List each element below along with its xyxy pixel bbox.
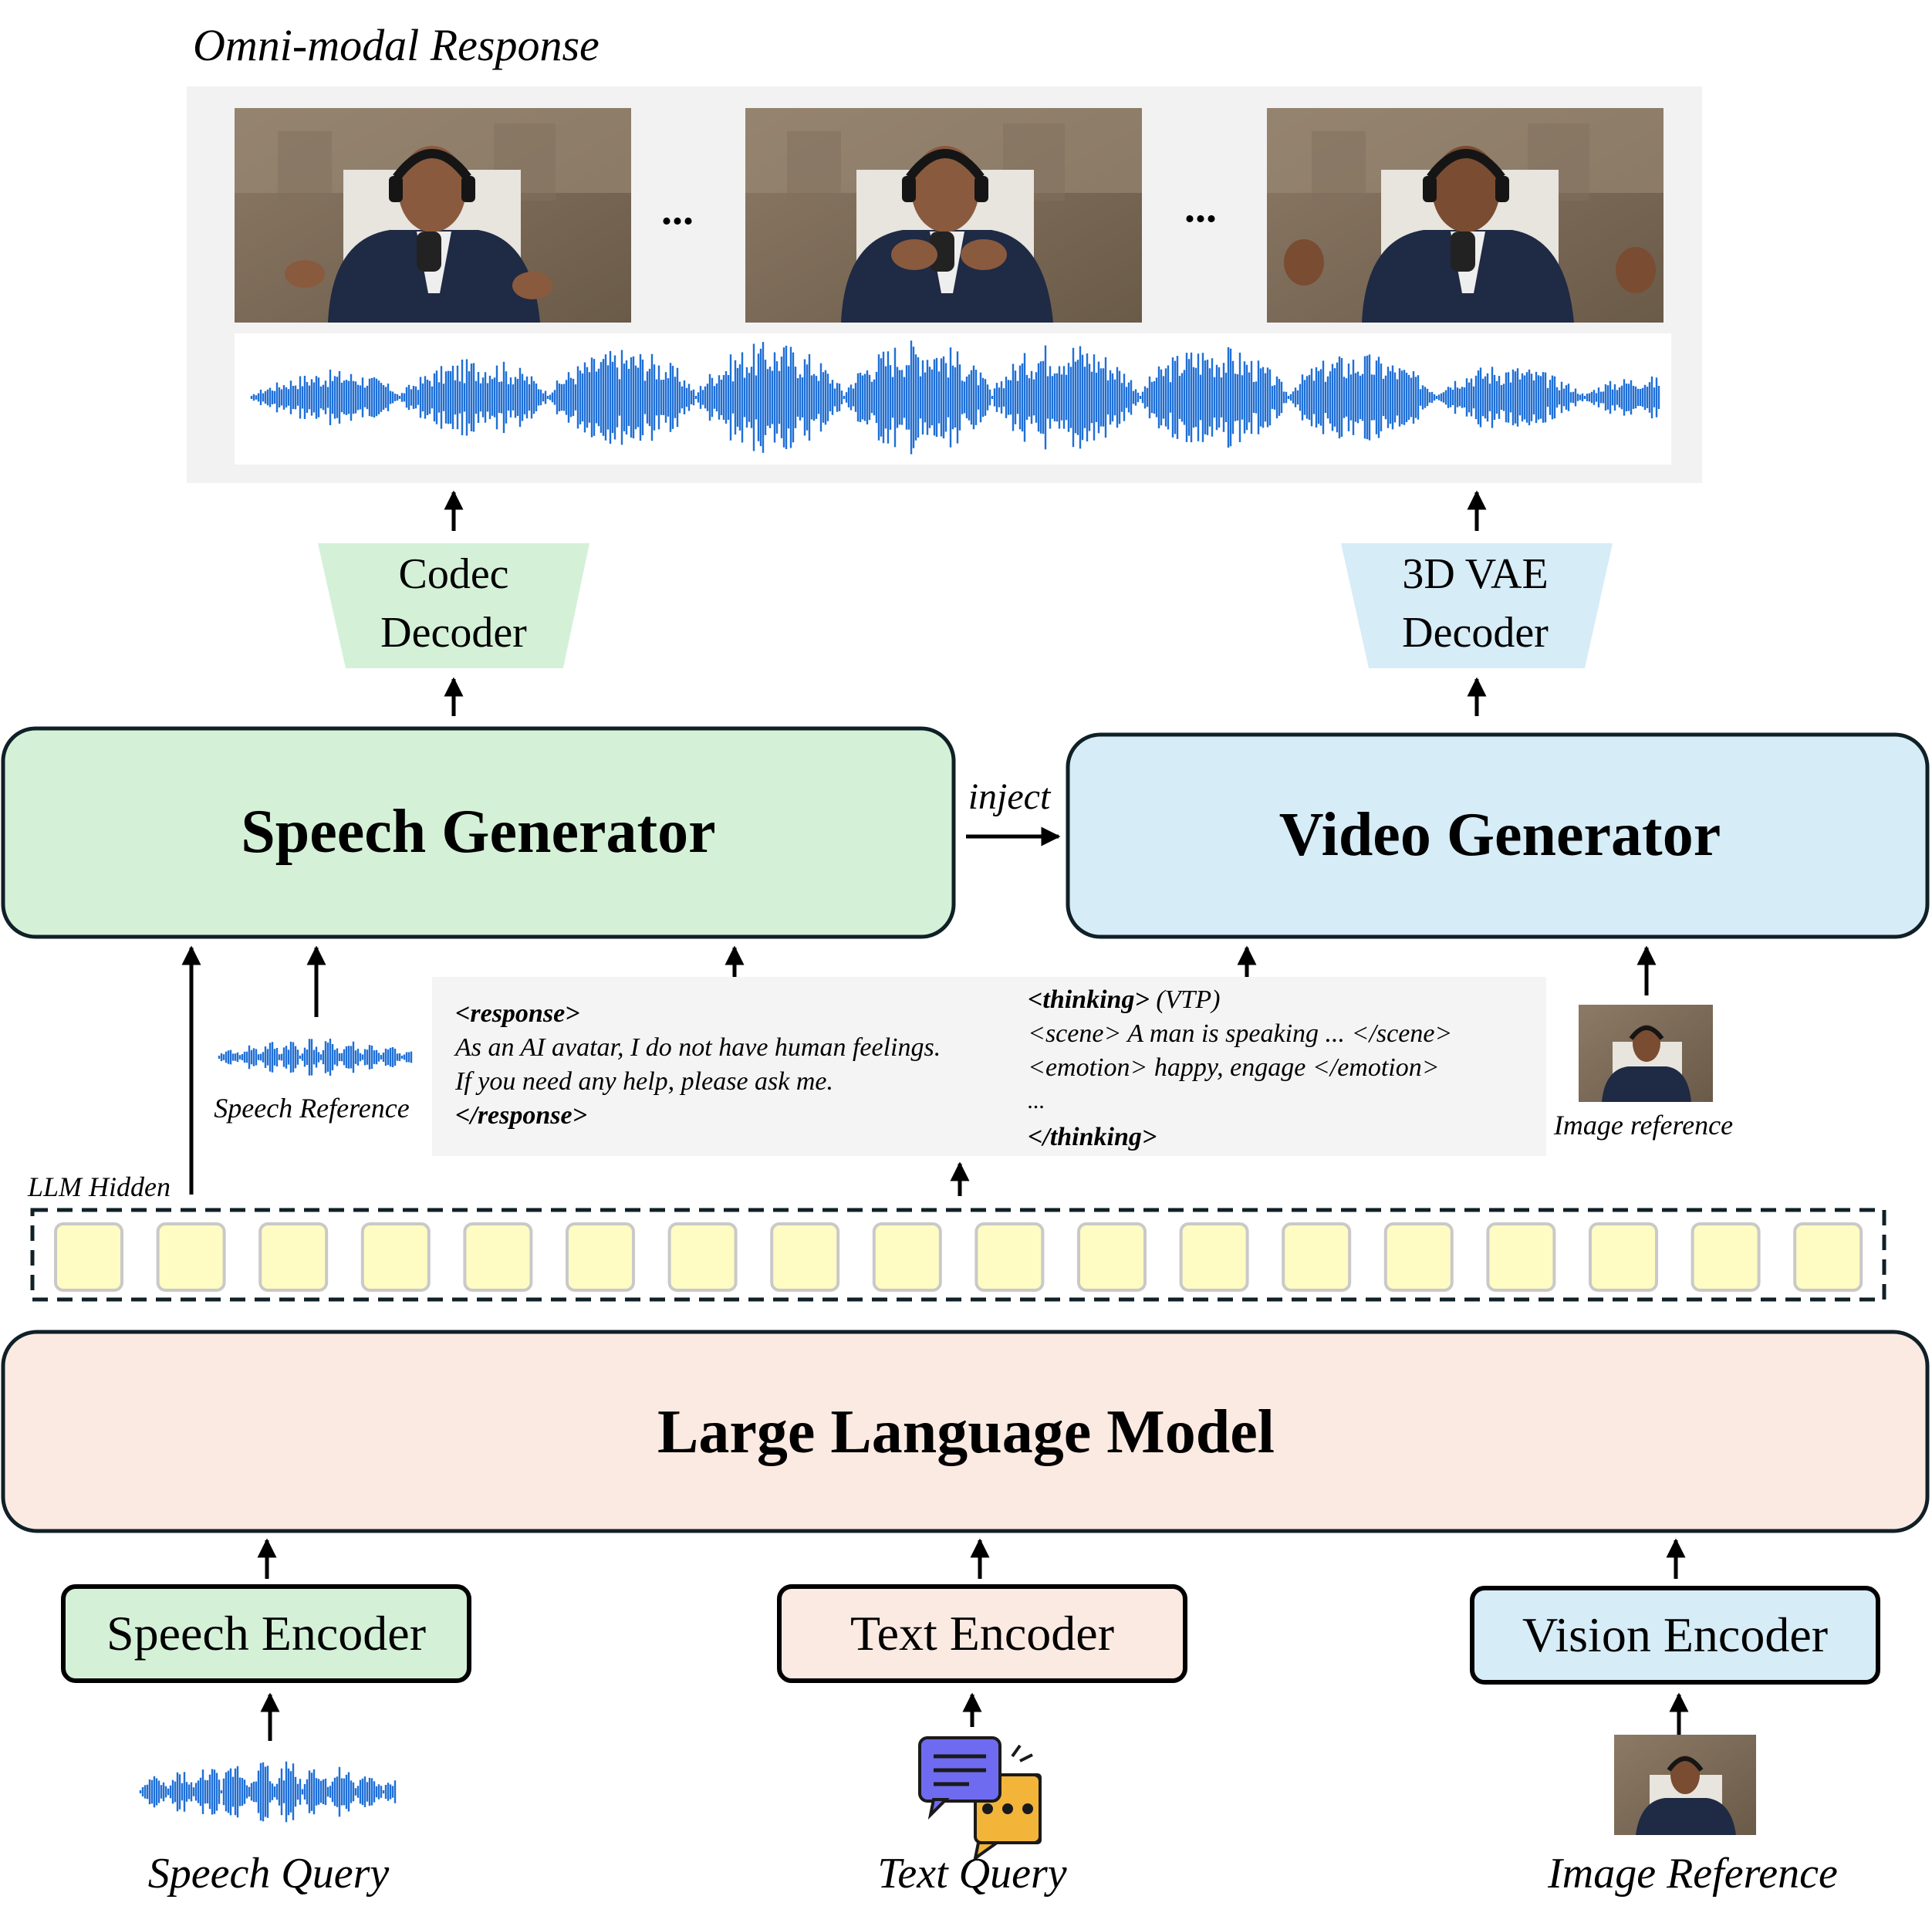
omni-modal-response-title: Omni-modal Response <box>193 20 600 70</box>
vision-encoder-box <box>1470 1586 1880 1685</box>
vae-decoder-box <box>1341 543 1613 668</box>
video-frame-2 <box>745 108 1142 323</box>
speech-encoder-box <box>61 1584 471 1683</box>
hidden-token <box>1282 1222 1352 1292</box>
hidden-token <box>770 1222 840 1292</box>
hidden-token <box>1793 1222 1863 1292</box>
hidden-token <box>156 1222 226 1292</box>
response-line-1: As an AI avatar, I do not have human fee… <box>454 1033 941 1062</box>
inject-label: inject <box>968 776 1052 817</box>
llm-hidden-label: LLM Hidden <box>27 1171 171 1202</box>
llm-box <box>1 1330 1930 1533</box>
image-reference-small-label: Image reference <box>1553 1110 1733 1141</box>
hidden-token <box>1383 1222 1454 1292</box>
image-reference-thumbnail-small <box>1579 1005 1713 1102</box>
speech-generator-box <box>1 726 956 939</box>
waveform-trace <box>250 340 1660 455</box>
llm-label: Large Language Model <box>657 1398 1275 1466</box>
llm-hidden-container <box>30 1208 1886 1302</box>
thinking-tag-suffix: (VTP) <box>1150 985 1221 1014</box>
hidden-token <box>258 1222 329 1292</box>
vae-decoder-line2: Decoder <box>1402 609 1549 657</box>
vae-decoder-line1: 3D VAE <box>1402 550 1548 598</box>
hidden-token <box>463 1222 533 1292</box>
frames-ellipsis-1: ... <box>661 186 694 234</box>
response-open-tag: <response> <box>455 999 580 1028</box>
hidden-token <box>360 1222 431 1292</box>
output-waveform <box>250 340 1660 455</box>
image-reference-label: Image Reference <box>1547 1850 1838 1898</box>
thinking-open-line: <thinking> (VTP) <box>1028 985 1220 1014</box>
hidden-token <box>54 1222 123 1292</box>
waveform-trace <box>218 1039 413 1076</box>
thinking-open-tag: <thinking> <box>1028 985 1150 1014</box>
video-frame-3 <box>1267 108 1663 323</box>
hidden-token <box>1589 1222 1658 1292</box>
llm-hidden-tokens <box>54 1222 1863 1292</box>
speech-reference-waveform <box>218 1039 413 1076</box>
thinking-ellipsis-line: ... <box>1028 1088 1045 1114</box>
hidden-token <box>974 1222 1045 1292</box>
codec-decoder-line2: Decoder <box>380 609 527 657</box>
image-reference-thumbnail <box>1614 1735 1756 1835</box>
hidden-token <box>1690 1222 1761 1292</box>
speech-query-label: Speech Query <box>148 1850 390 1898</box>
speech-reference-label: Speech Reference <box>214 1093 410 1124</box>
codec-decoder-line1: Codec <box>398 550 508 598</box>
thinking-close-tag: </thinking> <box>1028 1123 1157 1151</box>
hidden-token <box>1179 1222 1249 1292</box>
speech-query-waveform <box>139 1761 397 1823</box>
hidden-token <box>667 1222 738 1292</box>
hidden-token <box>1486 1222 1556 1292</box>
thinking-scene-line: <scene> A man is speaking ... </scene> <box>1028 1019 1452 1048</box>
response-line-2: If you need any help, please ask me. <box>454 1067 833 1096</box>
video-generator-box <box>1066 732 1930 939</box>
hidden-token <box>566 1222 635 1292</box>
hidden-token <box>1077 1222 1147 1292</box>
chat-bubbles-icon <box>918 1736 1042 1862</box>
vision-encoder-label: Vision Encoder <box>1522 1607 1828 1662</box>
video-generator-label: Video Generator <box>1279 801 1721 869</box>
waveform-trace <box>139 1761 397 1823</box>
text-encoder-box <box>777 1584 1187 1683</box>
hidden-token <box>872 1222 942 1292</box>
reasoning-panel <box>432 977 1546 1156</box>
codec-decoder-box <box>318 543 589 668</box>
response-close-tag: </response> <box>455 1101 587 1130</box>
text-query-label: Text Query <box>877 1850 1066 1898</box>
speech-encoder-label: Speech Encoder <box>106 1606 426 1661</box>
speech-generator-label: Speech Generator <box>241 798 715 866</box>
text-encoder-label: Text Encoder <box>850 1606 1114 1661</box>
video-frame-1 <box>235 108 631 323</box>
thinking-emotion-line: <emotion> happy, engage </emotion> <box>1028 1053 1440 1082</box>
frames-ellipsis-2: ... <box>1184 184 1217 232</box>
